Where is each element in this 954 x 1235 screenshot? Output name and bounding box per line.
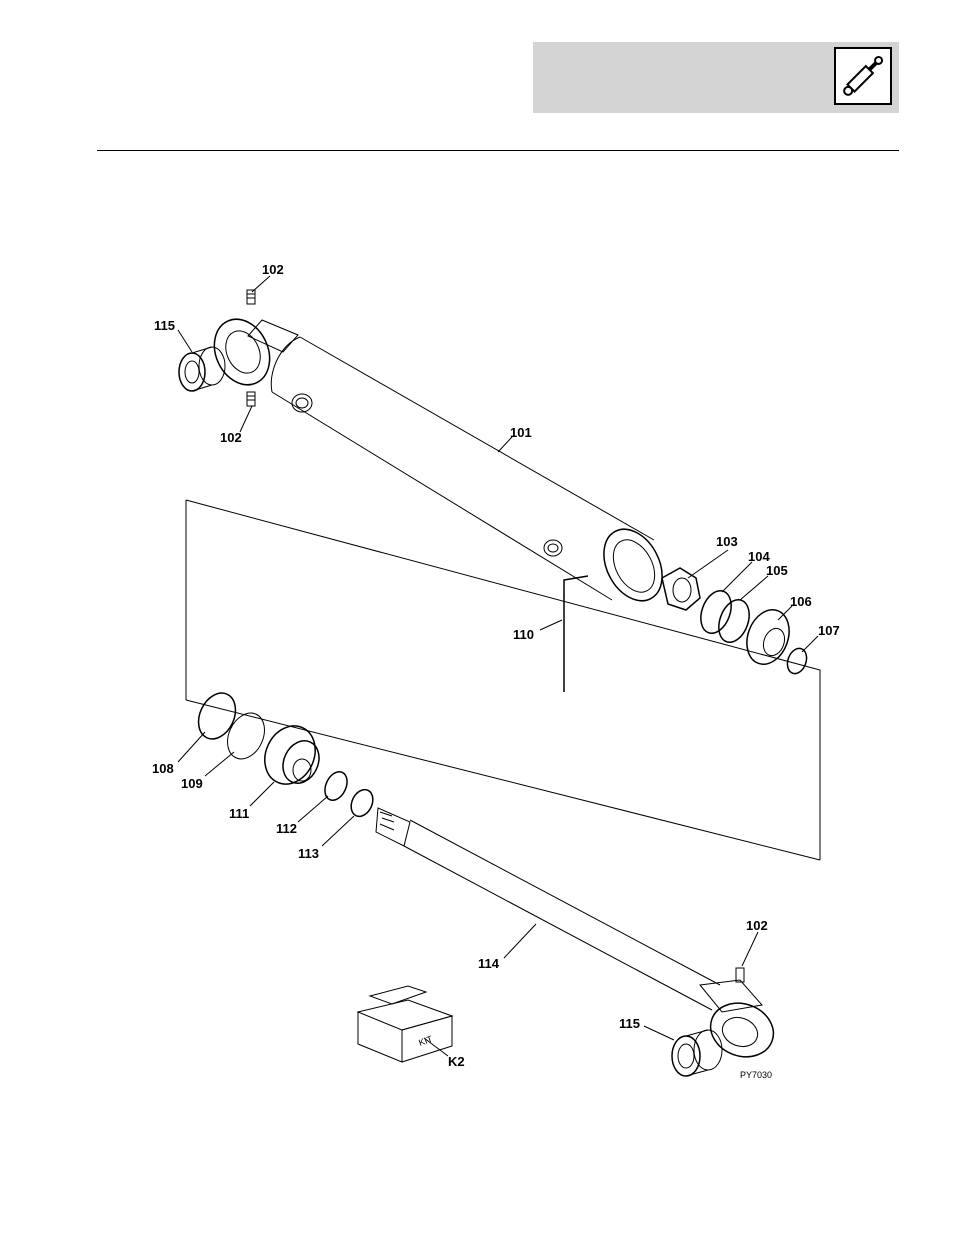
callout-112: 112 xyxy=(276,821,297,836)
callout-103: 103 xyxy=(716,534,738,549)
callout-108: 108 xyxy=(152,761,174,776)
wire-ring xyxy=(564,576,588,692)
grease-nipple-top xyxy=(247,290,255,304)
callout-105: 105 xyxy=(766,563,788,578)
callout-109: 109 xyxy=(181,776,203,791)
callout-kit: K2 xyxy=(448,1054,465,1069)
callout-102-rod: 102 xyxy=(746,918,768,933)
figure-code: PY7030 xyxy=(740,1070,772,1080)
callout-104: 104 xyxy=(748,549,770,564)
callout-113: 113 xyxy=(298,846,319,861)
seal-104 xyxy=(695,587,736,638)
callout-106: 106 xyxy=(790,594,812,609)
seal-108 xyxy=(191,687,242,745)
kit-box-text: KIT xyxy=(417,1034,434,1048)
callout-114: 114 xyxy=(478,956,500,971)
callout-labels: 102 115 102 101 103 104 105 106 107 110 … xyxy=(152,262,840,1080)
bushing-bottom xyxy=(672,1030,722,1076)
seal-113 xyxy=(347,786,377,820)
piston xyxy=(256,718,326,793)
cylinder-barrel xyxy=(204,310,674,611)
callout-115-top: 115 xyxy=(154,318,175,333)
assembly-outline xyxy=(186,500,820,860)
grease-nipple-bottom xyxy=(247,392,255,406)
callout-102-top: 102 xyxy=(262,262,284,277)
callout-101: 101 xyxy=(510,425,532,440)
callout-111: 111 xyxy=(229,806,249,821)
callout-102-bottom: 102 xyxy=(220,430,242,445)
callout-110: 110 xyxy=(513,627,534,642)
callout-107: 107 xyxy=(818,623,840,638)
piston-rod xyxy=(376,808,781,1065)
kit-box: KIT xyxy=(358,986,452,1062)
seal-105 xyxy=(713,596,754,647)
nut xyxy=(662,568,700,610)
bushing-top xyxy=(179,347,225,391)
callout-115-bottom: 115 xyxy=(619,1016,640,1031)
